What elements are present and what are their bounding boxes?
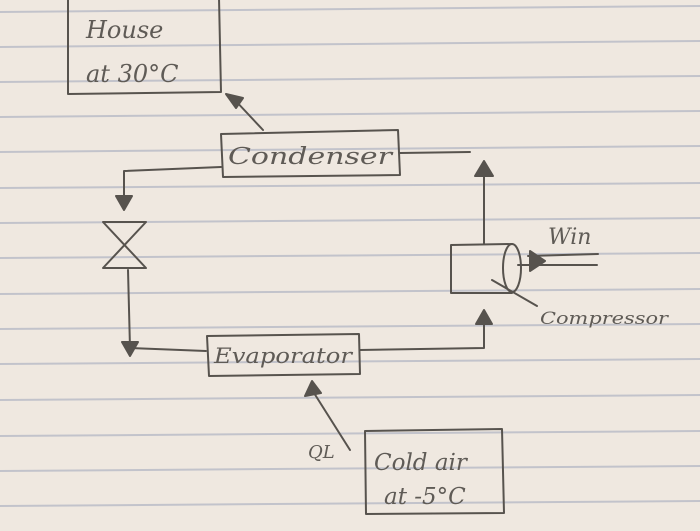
house-temperature: at 30°C [86, 60, 178, 88]
compressor-icon [450, 243, 513, 294]
cold-air-box [364, 428, 505, 515]
house-box [67, 0, 222, 95]
compressor-end-cap [502, 243, 522, 293]
evaporator-box [206, 333, 361, 377]
flow-arrow-down-top-left [115, 195, 133, 211]
condenser-label: Condenser [228, 144, 395, 170]
evaporator-label: Evaporator [213, 344, 354, 368]
flow-arrow-up-top-right [474, 160, 494, 177]
condenser-to-valve-line [123, 166, 222, 197]
heat-to-house-arrow [225, 93, 244, 109]
work-input-arrow [529, 250, 546, 272]
house-label: House [85, 16, 163, 44]
work-input-label: Win [548, 225, 591, 250]
flow-arrow-up-compressor-inlet [475, 309, 493, 325]
ruled-lines [0, 5, 700, 507]
heat-from-cold-line [313, 392, 351, 451]
compressor-leader-line [491, 279, 538, 307]
cold-air-label: Cold air [374, 450, 469, 476]
condenser-box [220, 129, 401, 178]
expansion-valve-icon [102, 221, 147, 269]
condenser-return-line [399, 151, 471, 154]
compressor-label: Compressor [540, 309, 669, 329]
valve-to-evaporator-line [127, 269, 207, 352]
cold-air-temperature: at -5°C [384, 484, 466, 510]
heat-from-cold-arrow [304, 380, 322, 397]
ql-label: QL [308, 442, 335, 463]
evaporator-to-compressor-line [359, 313, 485, 351]
flow-arrow-down-bottom-left [121, 341, 139, 357]
